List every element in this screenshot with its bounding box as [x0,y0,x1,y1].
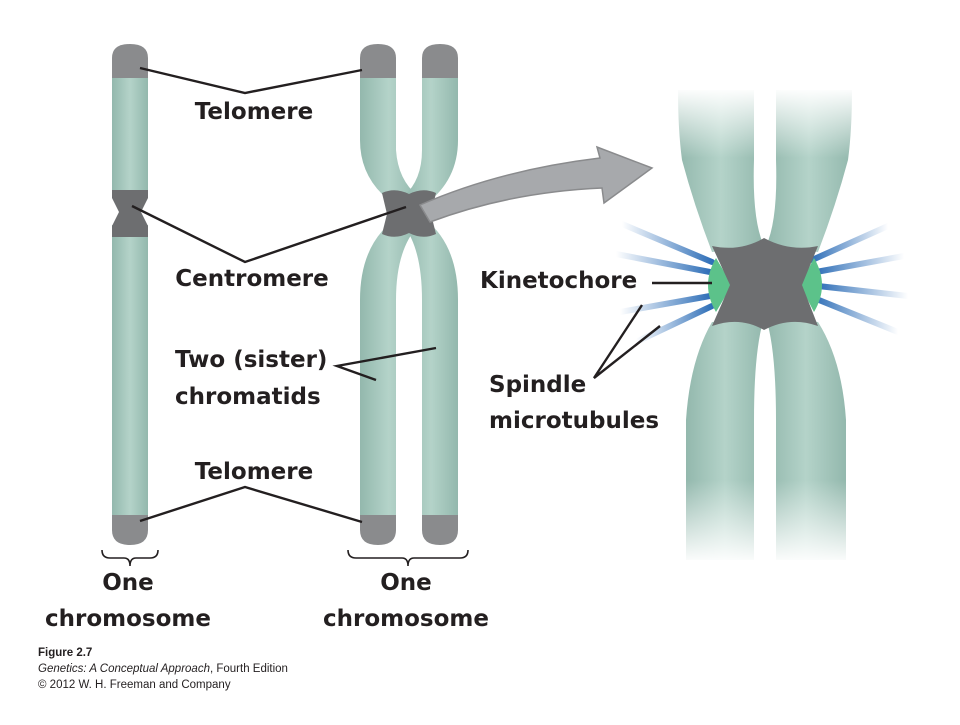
telomere-bottom-label: Telomere [195,459,313,485]
kinetochore-label: Kinetochore [480,268,637,294]
telomere-top-leader [139,66,363,95]
single-chromatid-upper-arm [112,58,148,198]
kinetochore-left [708,258,732,312]
spindle-label-line2: microtubules [489,408,659,434]
chromatids-label-line1: Two (sister) [175,347,327,373]
replicated-telomere-top-right [422,44,458,78]
left-chromosome-brace [101,549,159,567]
single-centromere [112,190,148,237]
chromatid-left-upper-arm [360,58,418,204]
zoomed-bottom-fade [660,480,870,564]
single-chromosome [112,44,148,545]
leader-lines [131,66,712,524]
replicated-centromere [382,190,436,237]
book-title: Genetics: A Conceptual Approach [38,663,210,675]
replicated-chromosome [360,44,458,545]
zoomed-top-fade [660,88,870,158]
chromatid-right-lower-arm [404,220,458,530]
zoomed-centromere-view [611,88,911,564]
telomere-bottom-leader [139,485,363,524]
zoomed-centromere [712,238,818,330]
figure-number: Figure 2.7 [38,647,92,659]
chromatids-label-line2: chromatids [175,384,321,410]
left-caption-line2: chromosome [45,606,211,632]
chromatids-leader [332,346,437,382]
single-chromatid-lower-arm [112,225,148,525]
centromere-leader [131,204,407,264]
replicated-telomere-bottom-left [360,515,396,545]
right-caption-line1: One [380,570,432,596]
chromatid-left-lower-arm [360,220,418,530]
replicated-telomere-top-left [360,44,396,78]
book-edition: , Fourth Edition [210,663,288,675]
single-telomere-top [112,44,148,78]
right-caption-line2: chromosome [323,606,489,632]
chromatid-right-upper-arm [404,58,458,204]
spindle-leader [592,304,661,379]
single-telomere-bottom [112,515,148,545]
kinetochore-right [800,258,822,312]
zoom-arrow [418,145,654,223]
spindle-label-line1: Spindle [489,372,586,398]
book-reference: Genetics: A Conceptual Approach, Fourth … [38,663,288,675]
centromere-label: Centromere [175,266,329,292]
copyright: © 2012 W. H. Freeman and Company [38,679,231,691]
replicated-telomere-bottom-right [422,515,458,545]
left-caption-line1: One [102,570,154,596]
telomere-top-label: Telomere [195,99,313,125]
right-chromosome-brace [347,549,469,567]
